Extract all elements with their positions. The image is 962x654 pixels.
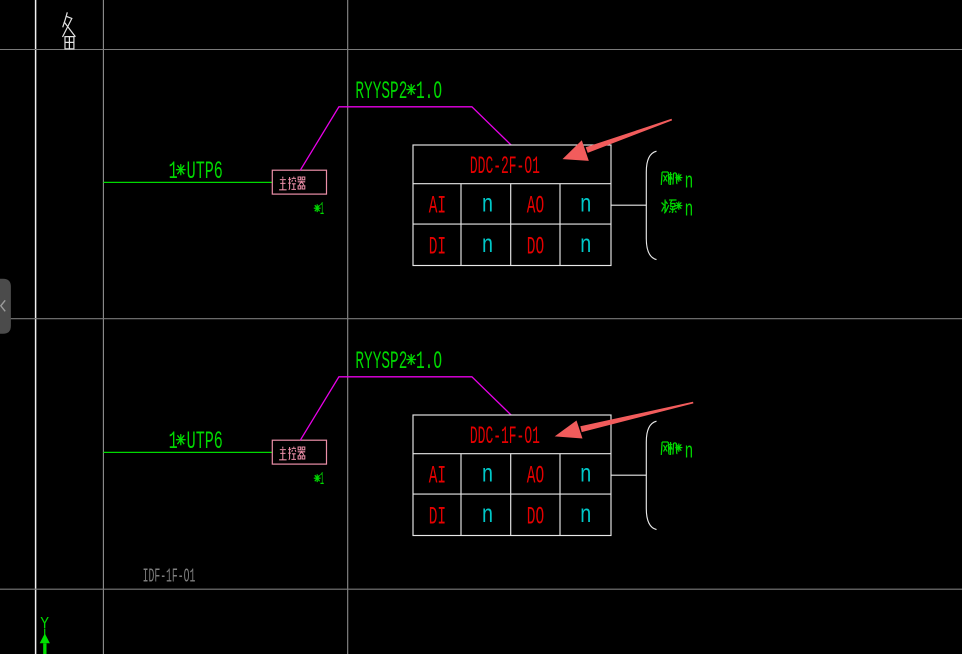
svg-text:n: n [685, 197, 694, 222]
svg-text:DDC-1F-O1: DDC-1F-O1 [470, 422, 540, 451]
svg-text:1 UTP6: 1 UTP6 [169, 157, 223, 186]
svg-text:1: 1 [320, 199, 324, 220]
svg-text:AI: AI [429, 462, 446, 491]
svg-text:DI: DI [429, 232, 446, 261]
svg-text:DDC-2F-O1: DDC-2F-O1 [470, 152, 540, 181]
svg-text:AI: AI [429, 192, 446, 221]
svg-text:1: 1 [320, 469, 324, 490]
svg-text:n: n [580, 501, 592, 530]
svg-text:n: n [580, 231, 592, 260]
svg-text:Y: Y [40, 615, 49, 633]
svg-text:n: n [580, 190, 592, 219]
svg-text:DO: DO [527, 502, 544, 531]
svg-text:RYYSP2 1.O: RYYSP2 1.O [355, 77, 442, 106]
svg-text:n: n [580, 460, 592, 489]
svg-text:DI: DI [429, 502, 446, 531]
svg-text:RYYSP2 1.O: RYYSP2 1.O [355, 347, 442, 376]
svg-text:1 UTP6: 1 UTP6 [169, 427, 223, 456]
svg-text:DO: DO [527, 232, 544, 261]
svg-text:AO: AO [527, 192, 544, 221]
svg-text:n: n [685, 439, 694, 464]
svg-text:IDF-1F-O1: IDF-1F-O1 [143, 565, 196, 587]
svg-text:n: n [482, 231, 494, 260]
svg-text:n: n [482, 501, 494, 530]
svg-text:n: n [482, 460, 494, 489]
svg-text:n: n [482, 190, 494, 219]
svg-text:n: n [685, 169, 694, 194]
svg-text:AO: AO [527, 462, 544, 491]
